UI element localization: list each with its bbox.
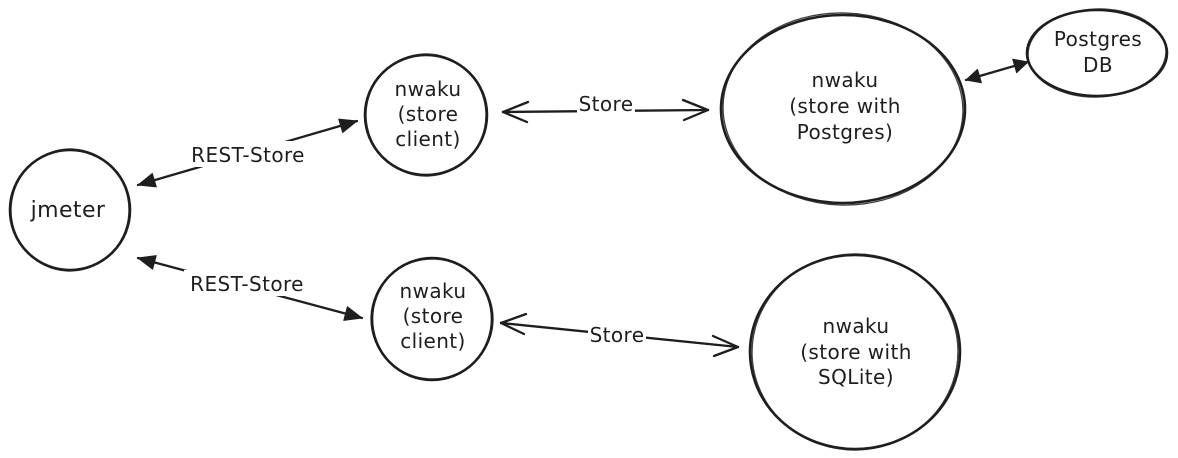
arrow-head [338,118,358,133]
node-ellipse-sketch [1027,8,1167,98]
edge-label-background [184,270,310,296]
edge-label: REST-Store [190,272,304,296]
node-label: Postgres) [797,120,893,144]
arrow-head [681,98,710,112]
node-ellipse [748,253,962,451]
node-label: jmeter [30,198,106,223]
node-ellipse [1025,8,1169,98]
node-nwaku-store-client-bottom: nwaku (store client) [370,256,494,382]
arrow-head [499,312,528,325]
arrow-head [1012,58,1029,74]
node-label: SQLite) [818,365,894,389]
node-label: client) [400,329,466,353]
node-label: DB [1083,53,1113,77]
node-label: (store [398,102,459,126]
edge-label-background [185,141,311,167]
arrow-head [501,110,529,124]
node-ellipse [719,13,967,205]
node-jmeter: jmeter [8,148,132,272]
edge-store-top: Store [501,92,710,124]
node-nwaku-store-postgres: nwaku (store with Postgres) [719,12,967,206]
node-label: client) [395,127,461,151]
edge-label: Store [579,92,634,116]
edge-store-bottom: Store [499,312,740,358]
node-ellipse-sketch [10,148,130,272]
arrow-head [711,334,740,349]
edge-label-background [577,92,635,118]
edge-rest-store-bottom: REST-Store [136,255,364,321]
node-postgres-db: Postgres DB [1025,8,1169,98]
node-ellipse-sketch [722,12,964,206]
arrow-head [501,100,530,114]
arrow-head [965,68,982,84]
node-ellipse-sketch [370,258,494,380]
edge-postgres-link [964,58,1030,84]
node-ellipse-sketch [365,53,487,177]
node-ellipse [363,53,489,177]
arrow-head [137,255,157,270]
edge-label-background [588,322,646,348]
node-ellipse [370,256,494,382]
node-label: (store [403,304,464,328]
arrow-head [499,321,526,336]
node-label: nwaku [823,314,890,338]
arrow-head [712,345,740,358]
node-label: nwaku [395,77,462,101]
node-label: nwaku [812,68,879,92]
node-label: (store with [789,94,901,118]
node-label: nwaku [400,279,467,303]
node-nwaku-store-client-top: nwaku (store client) [363,53,489,177]
edge-rest-store-top: REST-Store [136,118,359,188]
node-ellipse [8,148,132,272]
arrow-head [682,108,710,122]
arrow-head [137,173,157,188]
node-label: (store with [800,340,912,364]
node-label: Postgres [1054,27,1142,51]
arrow-head [343,306,363,321]
node-ellipse-sketch [751,253,959,451]
edge-label: Store [590,323,645,347]
edge-label: REST-Store [191,143,305,167]
node-nwaku-store-sqlite: nwaku (store with SQLite) [748,253,962,451]
